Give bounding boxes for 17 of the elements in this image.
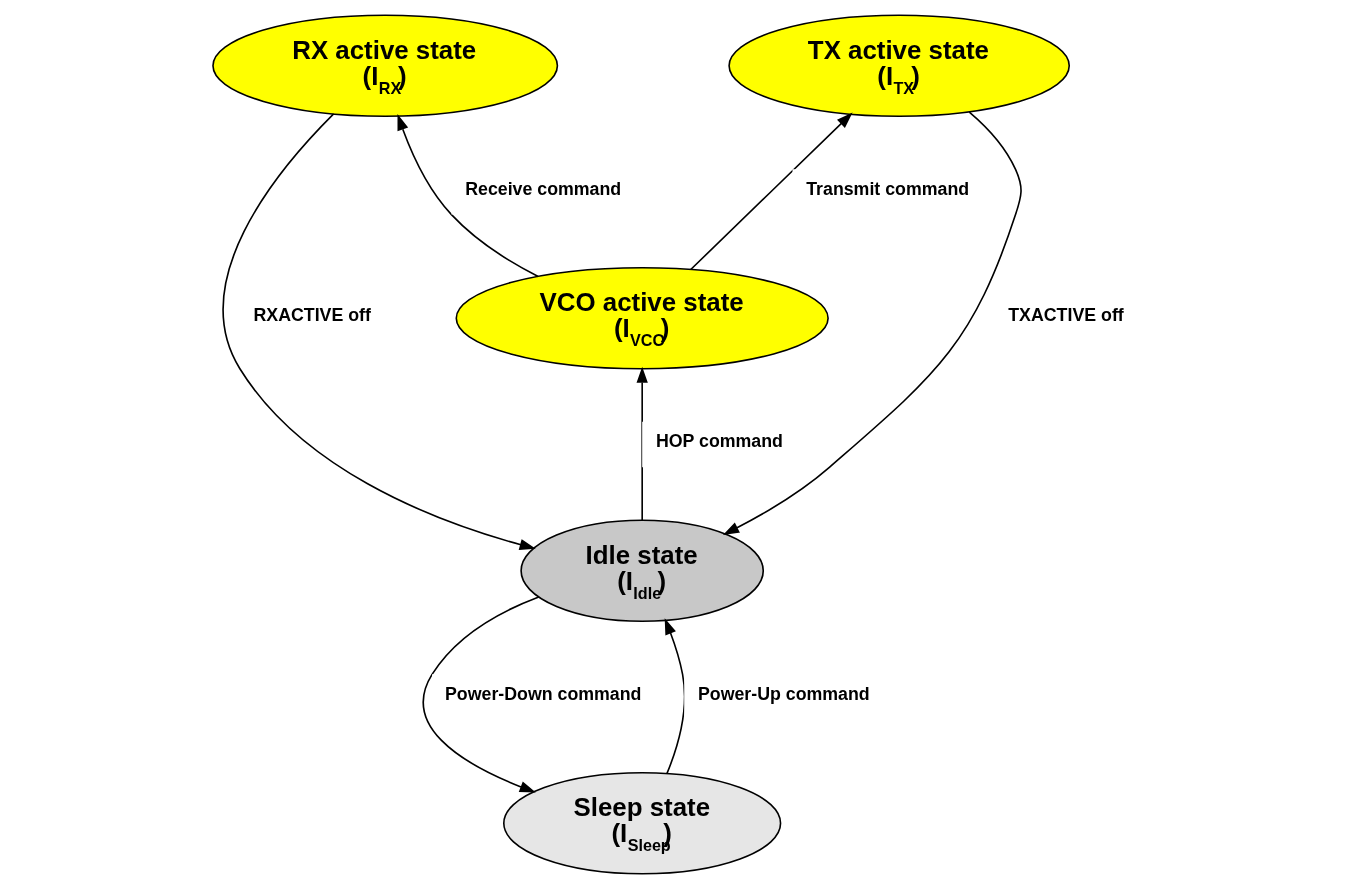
node-ellipse: Sleep state (I$_{Sleep}$) [503, 771, 782, 875]
edge-label: Power-Down command [445, 683, 642, 704]
edge-label: Power-Up command [697, 683, 870, 704]
arrow [689, 112, 853, 270]
edge-label: Receive command [465, 178, 622, 199]
edge-label: RXACTIVE off [253, 304, 371, 325]
edge-label: TXACTIVE off [1008, 304, 1124, 325]
arrow [397, 113, 539, 277]
arrow [222, 112, 536, 550]
arrow [722, 110, 1022, 535]
edge-label: Transmit command [806, 178, 970, 199]
node-ellipse: RX active state (I$_{RX}$) [212, 13, 559, 117]
node-ellipse: TX active state (I$_{TX}$) [728, 13, 1071, 117]
edge-label: HOP command [655, 430, 783, 451]
arrow [636, 366, 648, 521]
arrow [422, 595, 540, 793]
arrow [664, 617, 686, 774]
